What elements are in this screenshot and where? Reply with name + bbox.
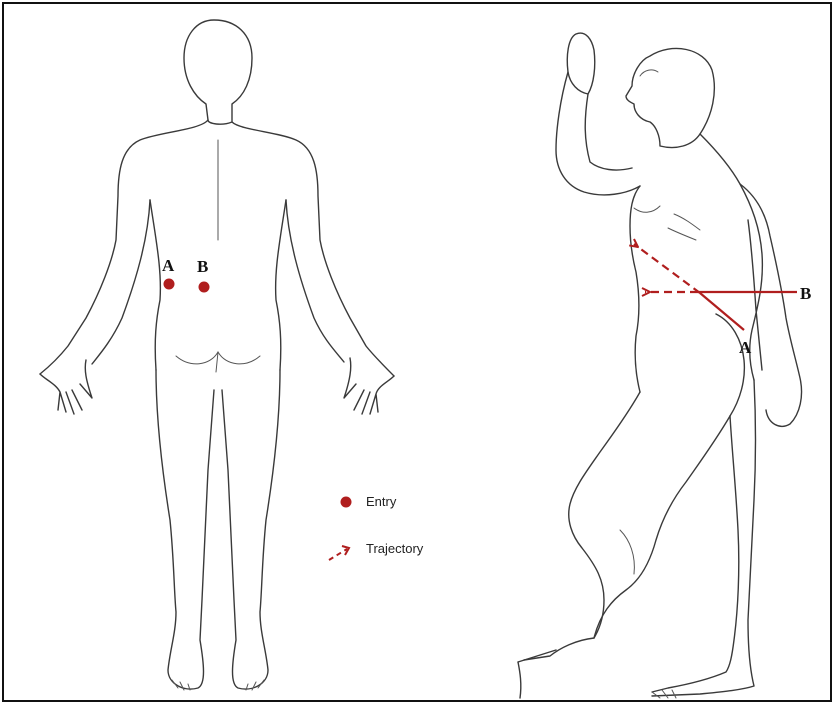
entry-label-b: B <box>197 257 208 276</box>
trajectory-label-b: B <box>800 284 811 303</box>
legend: Entry Trajectory <box>329 494 424 560</box>
trajectory-a <box>634 244 744 330</box>
posterior-body-figure <box>40 20 394 690</box>
entry-marker-a <box>164 279 175 290</box>
legend-entry-label: Entry <box>366 494 397 509</box>
lateral-body-figure <box>518 33 802 698</box>
dashed-arrow-icon <box>329 546 349 560</box>
entry-label-a: A <box>162 256 175 275</box>
trajectory-label-a: A <box>739 338 752 357</box>
entry-marker-b <box>199 282 210 293</box>
dot-icon <box>341 497 352 508</box>
legend-trajectory-label: Trajectory <box>366 541 424 556</box>
